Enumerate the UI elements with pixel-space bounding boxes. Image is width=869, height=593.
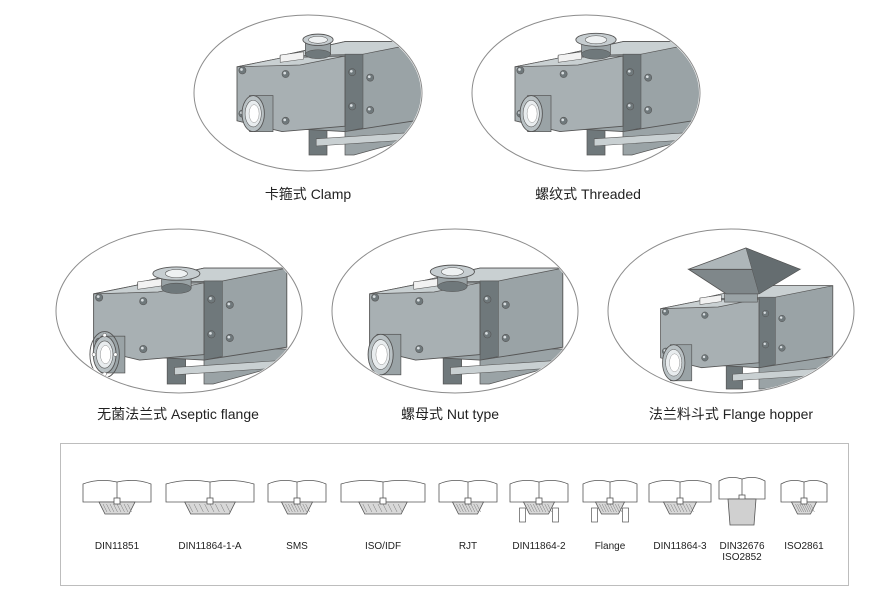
standard-label: ISO2861 (784, 541, 824, 552)
standard-label-secondary: ISO2852 (722, 552, 762, 563)
standard-label: Flange (594, 541, 626, 552)
caption-aseptic-flange: 无菌法兰式 Aseptic flange (97, 406, 259, 422)
iso-idf-section-icon (340, 480, 426, 515)
standard-din11851 (81, 474, 153, 524)
standard-label: DIN11864-3 (653, 541, 707, 552)
iso2861-section-icon (780, 480, 828, 515)
din11851-section-icon (82, 480, 152, 515)
standard-label: DIN11864-1-A (178, 541, 242, 552)
standard-label: ISO/IDF (364, 541, 402, 552)
standard-sms (266, 474, 328, 524)
aseptic-flange-pump-icon (55, 228, 303, 394)
pump-flange-hopper (606, 226, 856, 396)
standard-din11864-1-a (164, 474, 256, 524)
standard-din32676-iso2852 (717, 471, 767, 531)
standard-rjt (437, 474, 499, 524)
standard-iso-idf (339, 474, 427, 524)
flange-hopper-pump-icon (607, 228, 855, 394)
standard-din11864-3 (647, 474, 713, 524)
nut-type-pump-icon (331, 228, 579, 394)
standard-label: DIN11864-2 (512, 541, 566, 552)
standard-din11864-2 (508, 474, 570, 529)
caption-threaded: 螺纹式 Threaded (535, 186, 641, 202)
flange-section-icon (582, 480, 638, 523)
standard-iso2861 (779, 474, 829, 529)
threaded-pump-icon (471, 14, 701, 172)
pump-nut-type (330, 226, 580, 396)
din32676-section-icon (718, 477, 766, 526)
caption-flange-hopper: 法兰料斗式 Flange hopper (648, 406, 814, 422)
din11864-2-section-icon (509, 480, 569, 523)
caption-nut-type: 螺母式 Nut type (400, 406, 500, 422)
sms-section-icon (267, 480, 327, 515)
standard-flange (581, 474, 639, 529)
standard-label: DIN32676 (719, 541, 765, 552)
pump-clamp (192, 12, 424, 174)
pump-aseptic-flange (54, 226, 304, 396)
standard-label: DIN11851 (94, 541, 140, 552)
din11864-3-section-icon (648, 480, 712, 515)
connection-standards-panel: DIN11851 DIN11864-1-A SMS ISO/IDF RJT DI… (60, 443, 849, 586)
din11864-1-a-section-icon (165, 480, 255, 515)
standard-label: RJT (458, 541, 478, 552)
standard-label: SMS (286, 541, 308, 552)
pump-threaded (470, 12, 702, 174)
clamp-pump-icon (193, 14, 423, 172)
caption-clamp: 卡箍式 Clamp (264, 186, 352, 202)
rjt-section-icon (438, 480, 498, 515)
